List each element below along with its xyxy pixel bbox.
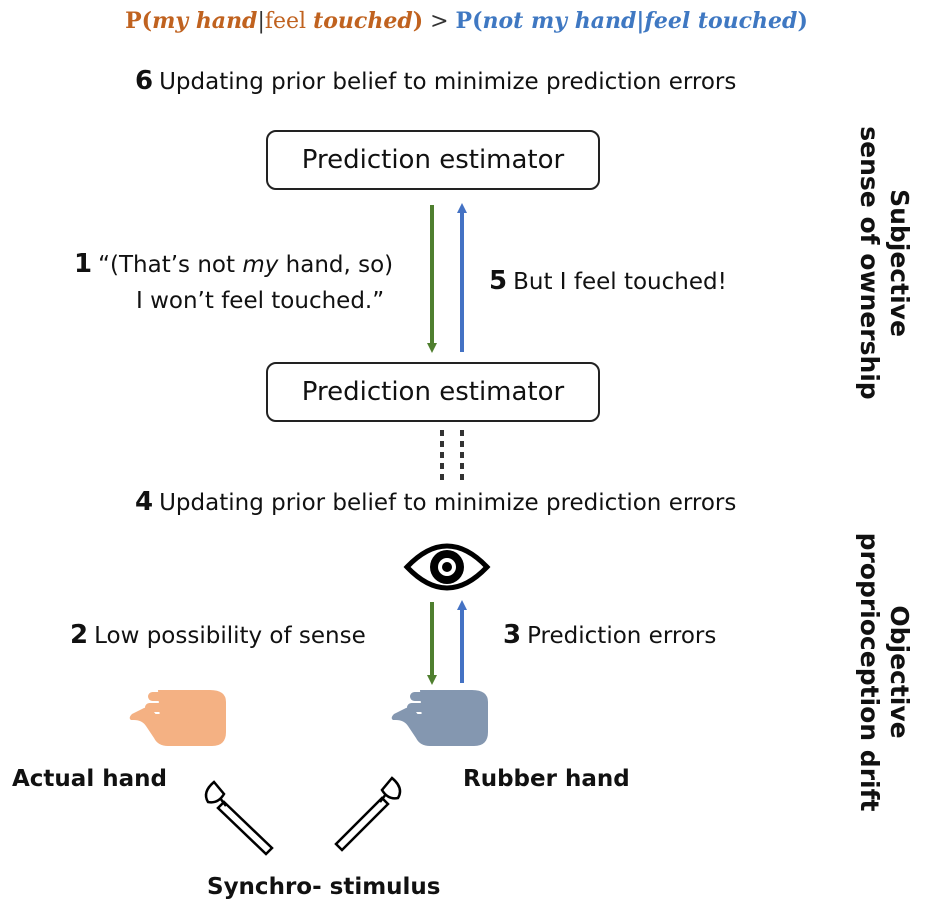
formula-left-close: ) xyxy=(412,8,424,34)
step-5-number: 5 xyxy=(489,266,508,296)
rubber-hand-icon xyxy=(391,690,488,746)
stimulus-label: Synchro- stimulus xyxy=(207,874,441,900)
step-1-line2: I won’t feel touched.” xyxy=(136,288,385,314)
step-2-text: Low possibility of sense xyxy=(94,623,366,649)
prediction-estimator-top: Prediction estimator xyxy=(266,130,600,190)
step-1: 1“(That’s not my hand, so) I won’t feel … xyxy=(74,246,393,319)
formula-left-sep: | xyxy=(257,9,265,34)
step-4-number: 4 xyxy=(135,487,154,517)
step-6-number: 6 xyxy=(135,66,154,96)
step-1-line1-pre: “(That’s not xyxy=(98,252,243,278)
step-3-number: 3 xyxy=(503,620,522,650)
formula-right-close: ) xyxy=(797,8,808,34)
brush-icon xyxy=(204,780,274,856)
actual-hand-icon xyxy=(129,690,226,746)
eye-icon xyxy=(403,543,491,591)
rubber-hand-label: Rubber hand xyxy=(463,766,630,792)
prediction-estimator-bottom-label: Prediction estimator xyxy=(301,377,565,407)
formula-right-open: P( xyxy=(455,8,483,34)
step-2-number: 2 xyxy=(70,620,89,650)
brush-icon xyxy=(334,776,402,852)
formula-right-b: feel touched xyxy=(644,8,798,34)
formula-left-b: feel xyxy=(264,9,314,34)
actual-hand-label: Actual hand xyxy=(12,766,167,792)
step-1-line1-em: my xyxy=(242,252,279,278)
formula-comparator: > xyxy=(423,9,456,34)
prediction-estimator-bottom: Prediction estimator xyxy=(266,362,600,422)
step-4-text: Updating prior belief to minimize predic… xyxy=(159,490,737,516)
formula-left-c: touched xyxy=(313,8,413,34)
step-5-text: But I feel touched! xyxy=(513,269,727,295)
step-3-text: Prediction errors xyxy=(527,623,717,649)
probability-formula: P(my hand|feel touched) > P(not my hand|… xyxy=(0,8,933,34)
formula-right-a: not my hand xyxy=(482,8,637,34)
formula-left-open: P( xyxy=(125,8,153,34)
prediction-estimator-top-label: Prediction estimator xyxy=(301,145,565,175)
formula-left-a: my hand xyxy=(152,8,258,34)
step-1-number: 1 xyxy=(74,249,93,279)
formula-right-sep: | xyxy=(636,8,645,34)
step-6-text: Updating prior belief to minimize predic… xyxy=(159,69,737,95)
step-1-line1-post: hand, so) xyxy=(278,252,394,278)
